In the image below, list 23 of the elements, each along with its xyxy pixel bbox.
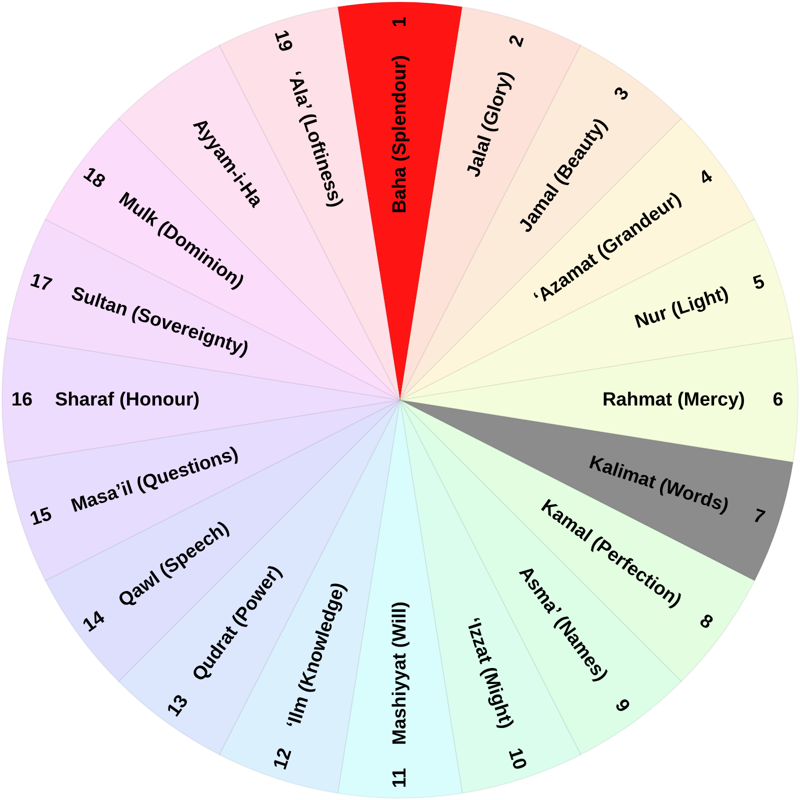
month-number: 5 (752, 272, 768, 294)
month-number: 11 (390, 768, 410, 788)
month-name: Baha (Splendour) (390, 55, 410, 214)
month-number: 9 (611, 696, 633, 716)
month-number: 17 (28, 270, 54, 296)
month-number: 4 (696, 167, 716, 189)
month-number: 19 (270, 28, 296, 54)
month-number: 3 (611, 84, 633, 104)
month-number: 13 (164, 692, 192, 720)
month-number: 15 (28, 504, 54, 530)
month-number: 1 (390, 16, 410, 28)
month-name: Mashiyyat (Will) (390, 602, 410, 745)
month-number: 16 (11, 390, 33, 410)
month-number: 7 (752, 506, 768, 528)
month-number: 8 (696, 611, 716, 633)
month-name: Rahmat (Mercy) (602, 390, 745, 410)
month-number: 2 (506, 32, 528, 48)
month-number: 6 (772, 390, 784, 410)
month-number: 12 (270, 746, 296, 772)
month-number: 14 (80, 608, 108, 636)
month-name: Sharaf (Honour) (55, 390, 200, 410)
month-number: 10 (504, 746, 530, 772)
month-number: 18 (80, 164, 108, 192)
